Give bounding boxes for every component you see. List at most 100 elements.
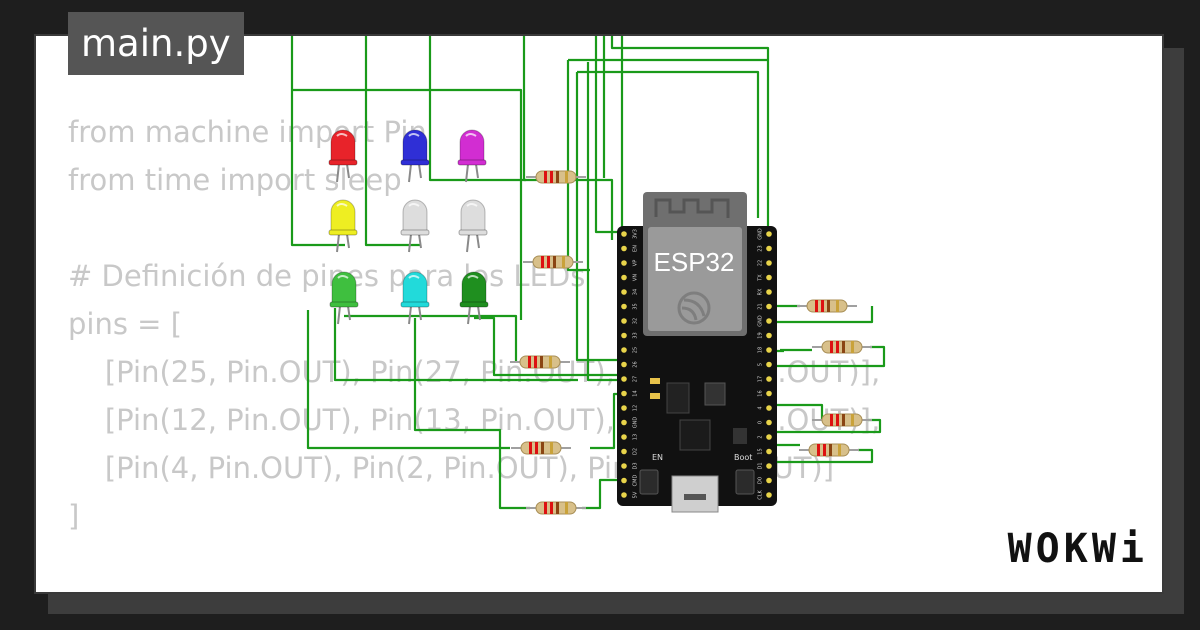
en-label: EN: [652, 453, 663, 462]
wire: [293, 88, 523, 320]
resistor: [799, 443, 859, 457]
code-line: from machine import Pin: [68, 115, 427, 149]
pin-label: CLK: [758, 490, 764, 500]
wire: [582, 478, 622, 510]
wire: [413, 318, 530, 510]
led-dark-green[interactable]: [459, 271, 489, 325]
pin-hole: [766, 332, 772, 339]
pin-hole: [766, 260, 772, 266]
smd-component: [733, 428, 747, 444]
wire: [575, 72, 630, 362]
pin-hole: [621, 477, 627, 484]
pin-hole: [621, 390, 627, 397]
pin-label: EN: [633, 245, 639, 252]
pin-hole: [766, 245, 772, 252]
pin-label: 13: [633, 434, 639, 440]
pin-hole: [621, 347, 627, 353]
pin-hole: [766, 405, 772, 411]
pin-label: 21: [758, 303, 764, 309]
wire: [306, 310, 510, 450]
pin-hole: [621, 318, 627, 324]
led-white[interactable]: [458, 199, 488, 253]
resistor: [797, 299, 857, 313]
antenna-trace: [654, 198, 730, 218]
pin-label: 4: [758, 406, 764, 409]
pin-hole: [766, 477, 772, 484]
pin-label: 34: [633, 289, 639, 295]
module-shield: [648, 227, 742, 331]
pin-label: D1: [758, 462, 764, 469]
pin-hole: [766, 274, 772, 281]
code-line: ]: [68, 499, 80, 533]
resistor: [511, 441, 571, 455]
pin-hole: [621, 303, 627, 310]
en-button[interactable]: [639, 469, 659, 495]
wire: [290, 36, 345, 247]
wires: [290, 36, 886, 510]
resistor: [526, 170, 586, 184]
pin-hole: [621, 376, 627, 382]
pin-label: D2: [633, 448, 639, 455]
pin-label: 15: [758, 448, 764, 454]
pin-label: 5: [758, 363, 764, 366]
pin-label: 3V3: [633, 229, 639, 239]
pin-hole: [621, 231, 627, 237]
pin-label: GND: [758, 315, 764, 327]
wire: [364, 36, 420, 247]
pin-hole: [766, 492, 772, 498]
leds[interactable]: [328, 129, 489, 325]
wire: [772, 403, 824, 420]
pin-hole: [766, 289, 772, 295]
file-tab[interactable]: main.py: [68, 12, 244, 75]
pin-label: VP: [633, 260, 639, 266]
pin-hole: [621, 419, 627, 426]
pin-label: GND: [758, 228, 764, 240]
pin-hole: [621, 463, 627, 469]
chip-label: ESP32: [654, 247, 735, 277]
pin-label: D0: [758, 477, 764, 484]
wire: [610, 36, 770, 232]
pin-hole: [766, 347, 772, 353]
pin-hole: [621, 405, 627, 411]
boot-label: Boot: [734, 453, 752, 462]
wire: [344, 314, 518, 362]
led-white[interactable]: [400, 199, 430, 253]
boot-button[interactable]: [735, 469, 755, 495]
pin-hole: [766, 303, 772, 310]
led-magenta[interactable]: [457, 129, 487, 183]
pin-label: 27: [633, 376, 639, 382]
wire: [428, 36, 526, 182]
pin-hole: [621, 260, 627, 266]
esp32-board[interactable]: ESP32 3V3ENVPVN343532332526271412GND13D2…: [617, 192, 777, 513]
led-green[interactable]: [329, 271, 359, 325]
regulator-2: [704, 382, 726, 406]
pin-hole: [621, 434, 627, 440]
pin-label: 18: [758, 347, 764, 353]
pin-label: D3: [633, 462, 639, 469]
led-blue[interactable]: [400, 129, 430, 183]
pin-label: VN: [633, 274, 639, 281]
pin-label: 23: [758, 245, 764, 251]
pin-hole: [766, 390, 772, 397]
pin-label: 22: [758, 260, 764, 266]
wire: [577, 70, 760, 218]
code-line: pins = [: [68, 307, 183, 341]
smd-component: [650, 378, 660, 384]
pin-label: 26: [633, 361, 639, 367]
pin-hole: [621, 332, 627, 339]
led-yellow[interactable]: [328, 199, 358, 253]
led-red[interactable]: [328, 129, 358, 183]
led-cyan[interactable]: [400, 271, 430, 325]
pin-hole: [621, 448, 627, 455]
pin-label: RX: [758, 288, 764, 295]
wire: [776, 448, 874, 464]
resistors: [510, 170, 872, 515]
wire: [566, 60, 590, 272]
wire: [776, 418, 882, 434]
espressif-logo-icon: [677, 291, 711, 325]
pin-hole: [621, 274, 627, 281]
pin-label: 5V: [633, 491, 639, 498]
pin-hole: [621, 361, 627, 368]
